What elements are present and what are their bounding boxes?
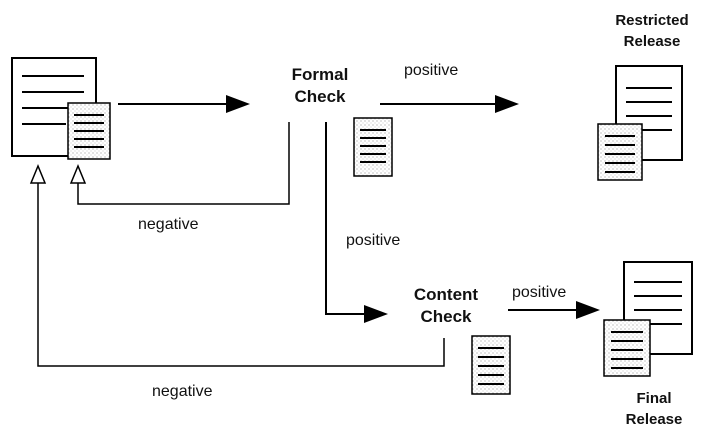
final-release-document-icon <box>623 261 693 355</box>
restricted-release-document-icon <box>615 65 683 161</box>
restricted-release-title: Restricted Release <box>606 10 698 52</box>
formal-check-document-icon <box>353 117 393 177</box>
content-check-label-line2: Check <box>420 307 472 326</box>
content-negative-label: negative <box>152 383 213 400</box>
formal-to-content-positive-label: positive <box>346 232 401 249</box>
restricted-release-line1: Restricted <box>615 12 689 29</box>
submit-arrow <box>118 95 250 113</box>
formal-positive-arrow <box>380 95 519 113</box>
content-check-node: Content Check <box>392 284 500 328</box>
final-release-attachment-icon <box>603 319 651 377</box>
content-positive-label: positive <box>512 284 567 301</box>
source-attachment-icon <box>67 102 111 160</box>
restricted-release-attachment-icon <box>597 123 643 181</box>
final-release-line2: Release <box>625 411 683 428</box>
content-check-label-line1: Content <box>413 285 479 304</box>
formal-check-label-line2: Check <box>294 87 346 106</box>
final-release-title: Final Release <box>616 388 692 430</box>
final-release-line1: Final <box>636 390 672 407</box>
formal-to-content-arrow <box>325 122 388 323</box>
formal-negative-arrow <box>69 122 290 205</box>
formal-check-node: Formal Check <box>270 64 370 108</box>
restricted-release-line2: Release <box>623 33 681 50</box>
content-positive-arrow <box>508 301 600 319</box>
content-check-document-icon <box>471 335 511 395</box>
content-negative-arrow <box>29 164 445 367</box>
formal-check-label-line1: Formal <box>291 65 349 84</box>
formal-positive-label: positive <box>404 62 459 79</box>
formal-negative-label: negative <box>138 216 199 233</box>
